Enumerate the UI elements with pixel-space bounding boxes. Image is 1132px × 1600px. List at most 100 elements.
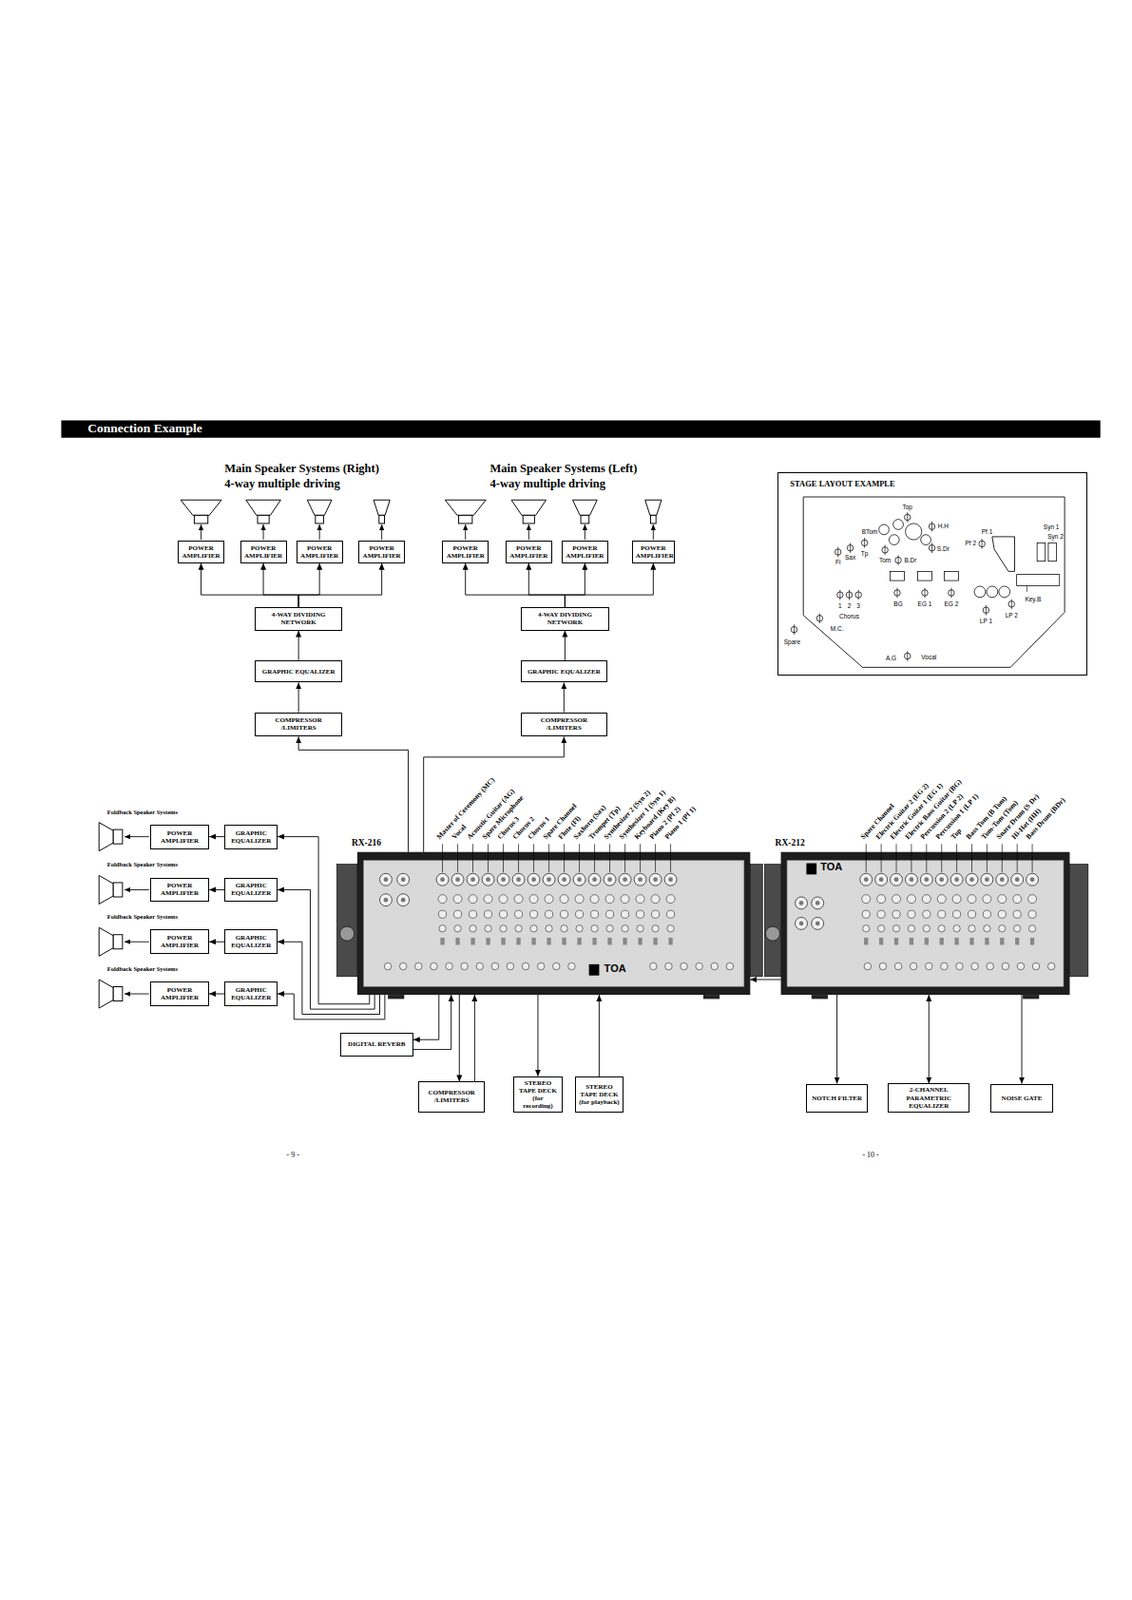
jack — [605, 895, 614, 904]
mic-head — [904, 652, 911, 659]
xlr-pins — [879, 877, 884, 883]
jack — [906, 895, 916, 904]
xlr-output — [380, 873, 393, 886]
box-label: POWER AMPLIFIER — [362, 544, 402, 560]
signal-line — [277, 994, 385, 1020]
stage-outline — [803, 497, 1065, 668]
xlr-pins — [954, 877, 960, 883]
jack — [894, 962, 902, 971]
power-amplifier: POWER AMPLIFIER — [358, 540, 405, 564]
jack — [863, 925, 870, 933]
signal-line — [124, 836, 150, 838]
microphone-symbol — [837, 590, 844, 601]
synthesizer-symbol — [1036, 542, 1046, 561]
drum-symbol — [920, 535, 932, 546]
signal-line — [263, 563, 299, 608]
microphone-symbol — [921, 588, 928, 599]
signal-line — [298, 736, 408, 852]
xlr-pins — [652, 877, 658, 883]
signal-line — [298, 631, 300, 661]
switch — [440, 938, 444, 946]
power-amplifier: POWER AMPLIFIER — [150, 825, 210, 850]
jack — [877, 910, 885, 919]
jack — [982, 895, 992, 904]
xlr-input — [935, 873, 948, 886]
stage-label: Vocal — [920, 653, 937, 661]
jack — [680, 962, 689, 971]
drum-symbol — [893, 519, 904, 531]
box-label: POWER AMPLIFIER — [244, 544, 284, 560]
jack — [940, 962, 949, 971]
jack — [620, 895, 630, 904]
switch — [607, 938, 612, 946]
synthesizer-symbol — [1048, 542, 1057, 561]
box-label: 2-CHANNEL PARAMETRIC EQUALIZER — [891, 1086, 966, 1110]
xlr-input — [950, 873, 963, 886]
box-label: NOISE GATE — [994, 1094, 1051, 1103]
jack — [997, 910, 1006, 919]
microphone-symbol — [928, 542, 935, 554]
jack — [529, 910, 538, 919]
leader-line — [533, 844, 535, 873]
stage-label: Key.B — [1024, 596, 1041, 604]
stage-label: Syn 2 — [1047, 533, 1064, 540]
jack — [553, 962, 561, 971]
jack — [491, 962, 499, 971]
mic-stand — [839, 590, 841, 601]
power-connector — [765, 926, 780, 941]
drum-symbol — [879, 524, 890, 536]
noise-gate: NOISE GATE — [990, 1084, 1055, 1113]
stage-label: LP 1 — [979, 617, 993, 625]
section-heading: Main Speaker Systems (Left) — [489, 461, 637, 476]
jack — [892, 910, 901, 919]
signal-line — [528, 524, 530, 540]
signal-line — [459, 995, 461, 1082]
leader-line — [487, 844, 489, 873]
rack-ear — [336, 864, 357, 978]
leader-line — [441, 844, 443, 873]
signal-line — [209, 994, 225, 996]
stage-label: BG — [893, 600, 902, 608]
percussion-symbol — [974, 586, 986, 598]
signal-line — [413, 995, 452, 1051]
microphone-symbol — [904, 512, 911, 523]
signal-line — [537, 995, 538, 1077]
stage-label: EG 1 — [918, 600, 933, 608]
power-amplifier: POWER AMPLIFIER — [296, 540, 344, 564]
guitar-amp-symbol — [917, 571, 932, 581]
power-amplifier: POWER AMPLIFIER — [240, 540, 288, 564]
jack — [997, 895, 1007, 904]
signal-line — [652, 524, 654, 540]
mic-head — [928, 544, 935, 551]
section-heading: Main Speaker Systems (Right) — [224, 461, 380, 476]
speaker-horn — [98, 823, 114, 852]
leader-line — [1001, 844, 1003, 873]
guitar-amp-symbol — [943, 571, 959, 581]
box-label: POWER AMPLIFIER — [153, 882, 206, 898]
xlr-pins — [383, 877, 389, 883]
leader-line — [457, 844, 459, 873]
leader-line — [865, 844, 867, 873]
switch — [622, 938, 627, 946]
box-label: COMPRESSOR /LIMITERS — [524, 716, 604, 732]
jack — [665, 962, 673, 971]
stage-label: Chorus — [839, 613, 860, 620]
dividing-network: 4-WAY DIVIDING NETWORK — [254, 607, 342, 632]
jack — [529, 895, 538, 904]
box-label: GRAPHIC EQUALIZER — [228, 986, 274, 1002]
box-label: GRAPHIC EQUALIZER — [228, 934, 274, 950]
console-foot — [1022, 995, 1039, 999]
jack — [453, 910, 461, 919]
microphone-symbol — [845, 590, 852, 601]
stage-label: BTom — [862, 528, 879, 536]
mic-head — [928, 523, 935, 530]
leader-line — [1016, 844, 1018, 873]
jack — [484, 925, 492, 933]
box-label: POWER AMPLIFIER — [635, 544, 672, 560]
mic-stand — [819, 613, 821, 624]
switch — [592, 938, 596, 946]
guitar-amp-symbol — [889, 571, 904, 581]
graphic-equalizer: GRAPHIC EQUALIZER — [520, 660, 608, 684]
graphic-equalizer: GRAPHIC EQUALIZER — [254, 660, 342, 684]
